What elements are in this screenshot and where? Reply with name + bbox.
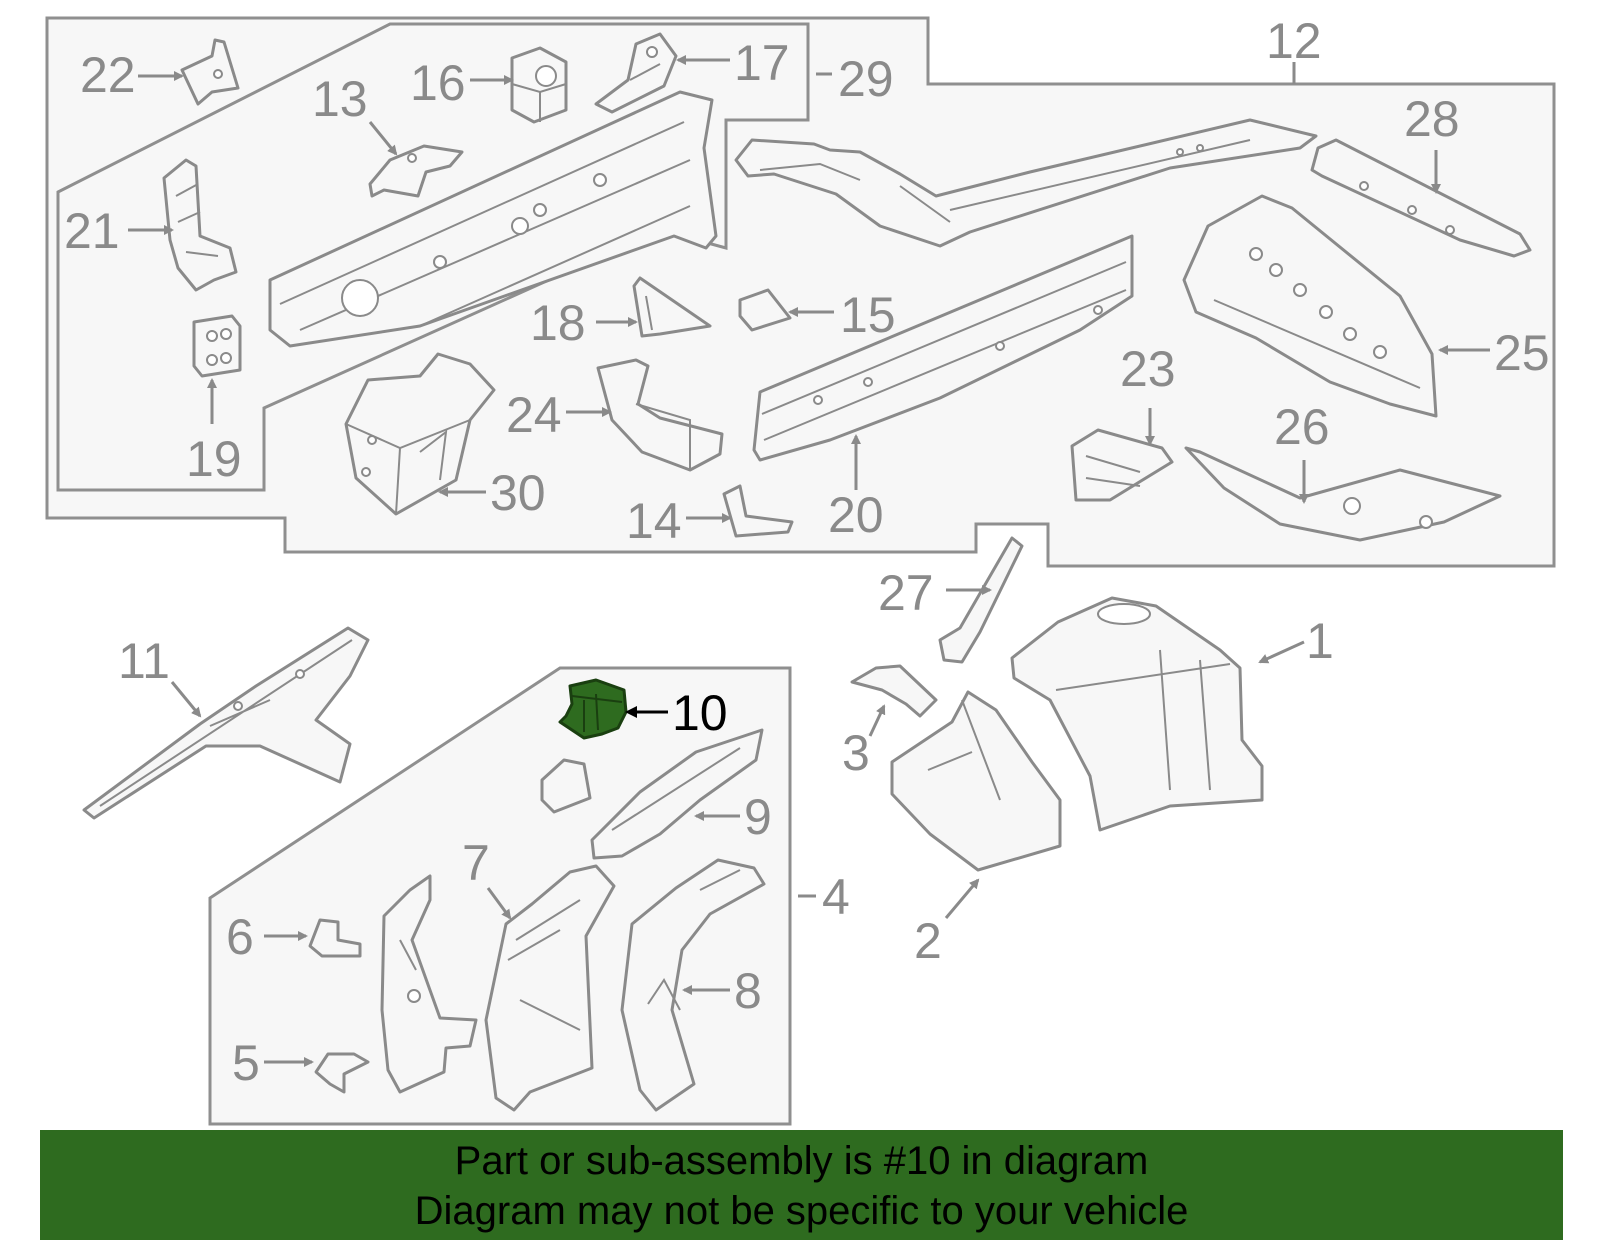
- part-27-brace: [938, 536, 1024, 664]
- callout-21: 21: [64, 203, 120, 259]
- part-8-wheelhouse: [620, 858, 766, 1112]
- part-17-bracket: [594, 32, 678, 114]
- banner-line-disclaimer: Diagram may not be specific to your vehi…: [414, 1189, 1189, 1233]
- callout-18: 18: [530, 295, 586, 351]
- part-7-inner-panel: [484, 864, 616, 1112]
- part-28-rail: [1310, 138, 1532, 258]
- callout-26: 26: [1274, 399, 1330, 455]
- callout-30: 30: [490, 465, 546, 521]
- part-30-reinforcement: [344, 352, 496, 516]
- part-2-apron: [890, 690, 1062, 872]
- part-small-bracket: [540, 758, 592, 814]
- part-6-clip: [308, 918, 362, 958]
- part-19-block: [192, 314, 242, 378]
- callout-8: 8: [734, 963, 762, 1019]
- part-24-bracket: [596, 358, 724, 472]
- callout-24: 24: [506, 387, 562, 443]
- callout-22: 22: [80, 47, 136, 103]
- part-26-floor: [1184, 446, 1502, 542]
- callout-7: 7: [462, 835, 490, 891]
- callout-4: 4: [822, 869, 850, 925]
- part-21-reinforcement: [162, 158, 238, 292]
- part-14-bracket: [722, 484, 794, 538]
- callout-16: 16: [410, 55, 466, 111]
- part-15-bracket: [738, 288, 792, 332]
- callout-29: 29: [838, 51, 894, 107]
- part-20-rail: [752, 234, 1134, 462]
- part-10-bracket-highlighted: [558, 678, 628, 740]
- callout-17: 17: [734, 35, 790, 91]
- callout-12: 12: [1266, 13, 1322, 69]
- callout-28: 28: [1404, 91, 1460, 147]
- callout-23: 23: [1120, 341, 1176, 397]
- callout-5: 5: [232, 1035, 260, 1091]
- part-16-mount: [510, 46, 568, 124]
- banner-line-part: Part or sub-assembly is #10 in diagram: [454, 1139, 1149, 1183]
- callout-10: 10: [672, 685, 728, 741]
- part-23-bracket: [1070, 428, 1174, 502]
- callout-6: 6: [226, 909, 254, 965]
- part-rear-side-rail: [734, 118, 1318, 248]
- callout-27: 27: [878, 565, 934, 621]
- part-5-clip: [314, 1052, 370, 1094]
- callout-20: 20: [828, 487, 884, 543]
- part-13-bracket: [368, 144, 464, 198]
- part-front-side-rail: [268, 90, 718, 348]
- part-3-bracket: [850, 664, 938, 718]
- part-11-rail: [82, 626, 370, 820]
- callout-15: 15: [840, 287, 896, 343]
- info-banner: Part or sub-assembly is #10 in diagram D…: [40, 1130, 1563, 1240]
- callout-3: 3: [842, 725, 870, 781]
- callout-14: 14: [626, 493, 682, 549]
- callout-11: 11: [118, 633, 170, 689]
- callout-25: 25: [1494, 325, 1550, 381]
- part-18-bracket: [632, 276, 712, 338]
- callout-19: 19: [186, 431, 242, 487]
- part-25-floor-pan: [1182, 194, 1438, 418]
- part-9-rail: [590, 728, 764, 860]
- part-22-bracket: [180, 38, 240, 106]
- callout-13: 13: [312, 71, 368, 127]
- part-pillar-reinforcement: [380, 874, 478, 1094]
- part-1-strut-tower: [1010, 596, 1264, 832]
- callout-2: 2: [914, 913, 942, 969]
- callout-9: 9: [744, 789, 772, 845]
- callout-1: 1: [1306, 613, 1334, 669]
